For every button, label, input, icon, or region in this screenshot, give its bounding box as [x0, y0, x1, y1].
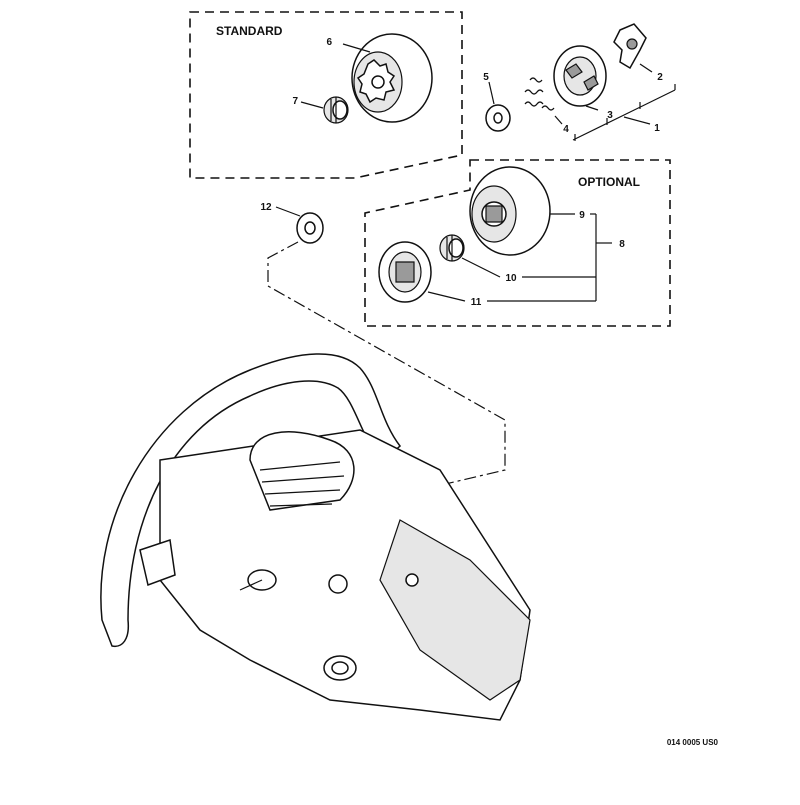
callout-11: 11 [471, 297, 482, 308]
callout-10: 10 [505, 273, 517, 284]
clutch-hub [613, 23, 653, 73]
callout-4: 4 [563, 124, 569, 135]
standard-title: STANDARD [216, 24, 283, 38]
callout-6: 6 [326, 37, 332, 48]
clutch-drum-optional [469, 166, 575, 256]
optional-title: OPTIONAL [578, 175, 640, 189]
drawing-code: 014 0005 US0 [667, 738, 719, 747]
callout-1: 1 [654, 123, 660, 134]
callout-3: 3 [607, 110, 613, 121]
standard-box: STANDARD [189, 11, 463, 179]
washer-12 [275, 206, 324, 244]
needle-bearing-optional [439, 234, 501, 278]
callout-12: 12 [260, 202, 272, 213]
leader-group-8 [487, 213, 612, 302]
leader-group-1 [572, 84, 676, 141]
chainsaw-body [100, 353, 531, 721]
callout-7: 7 [292, 96, 298, 107]
callout-5: 5 [483, 72, 489, 83]
clutch-drum-standard [342, 33, 433, 123]
washer-5 [485, 81, 511, 132]
needle-bearing-standard [300, 96, 349, 124]
clutch-springs [524, 77, 563, 125]
callout-2: 2 [657, 72, 663, 83]
callout-9: 9 [579, 210, 585, 221]
assembly-guide-line [267, 241, 506, 491]
rim-sprocket [378, 241, 466, 303]
optional-box: OPTIONAL [364, 159, 671, 327]
clutch-shoes [553, 45, 607, 111]
callout-8: 8 [619, 239, 625, 250]
